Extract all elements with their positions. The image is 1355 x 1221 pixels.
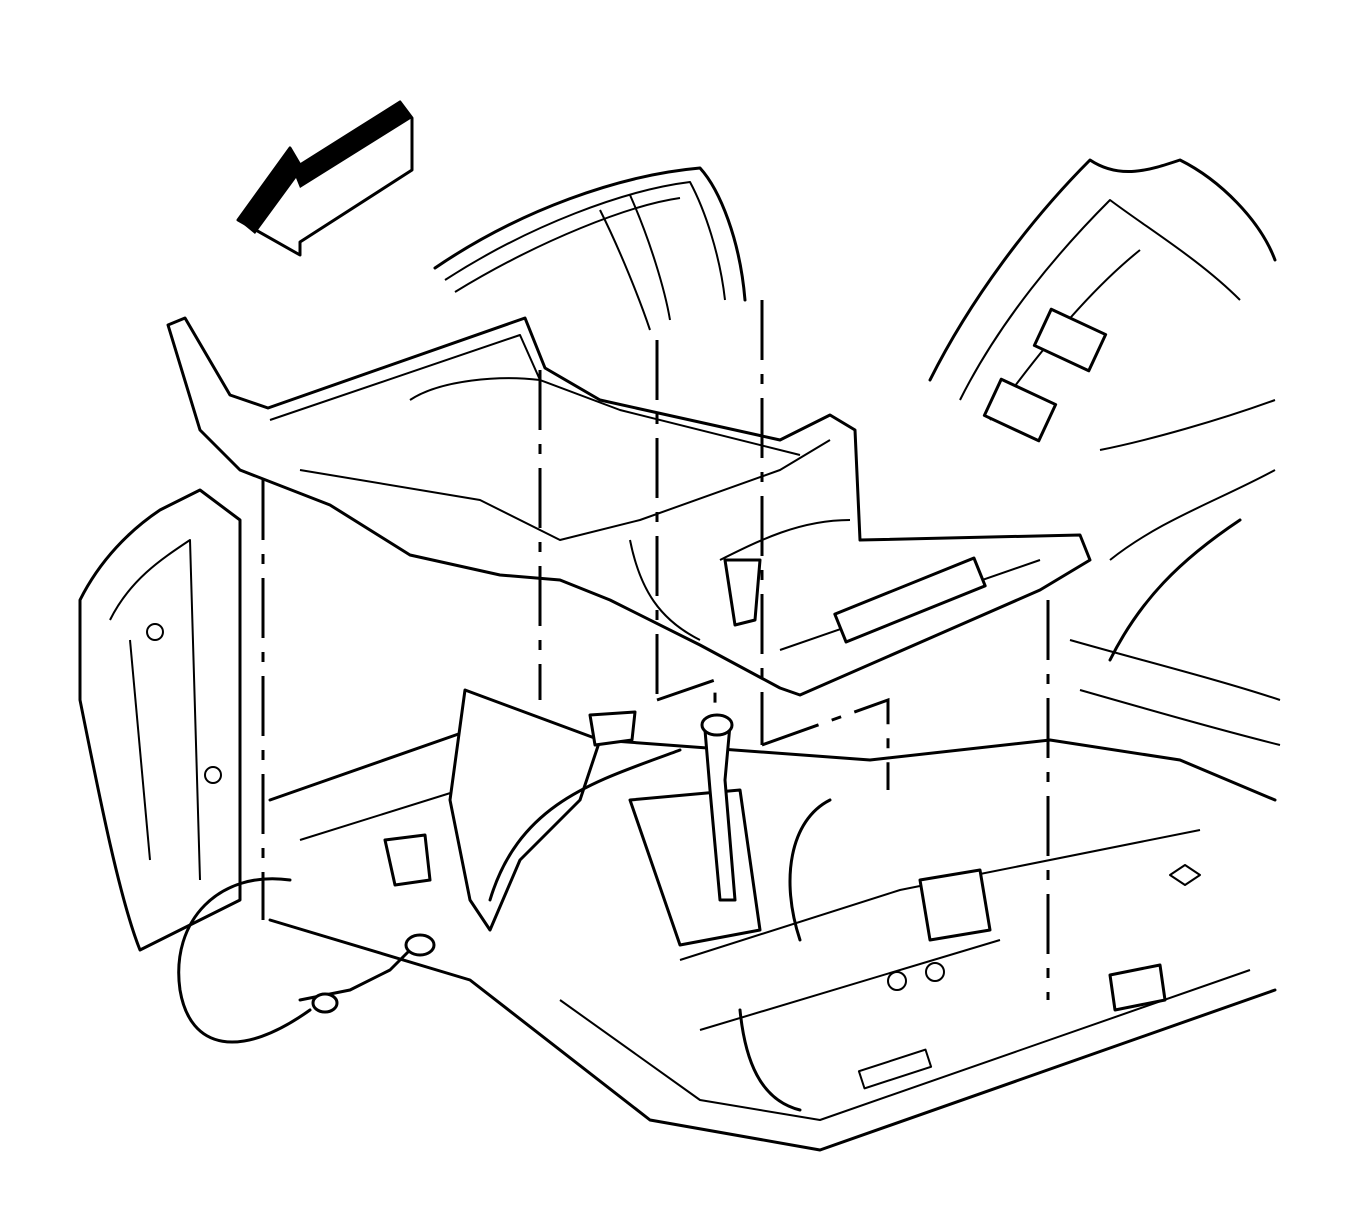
front-direction-arrow-icon bbox=[236, 100, 414, 257]
windshield-frame bbox=[433, 166, 747, 331]
left-body-pillar bbox=[78, 488, 242, 952]
cables bbox=[177, 748, 832, 1112]
console-bracket bbox=[166, 316, 1092, 697]
alignment-lines bbox=[261, 300, 1050, 1000]
shifter-assembly bbox=[383, 688, 762, 947]
right-body-structure bbox=[928, 158, 1281, 886]
